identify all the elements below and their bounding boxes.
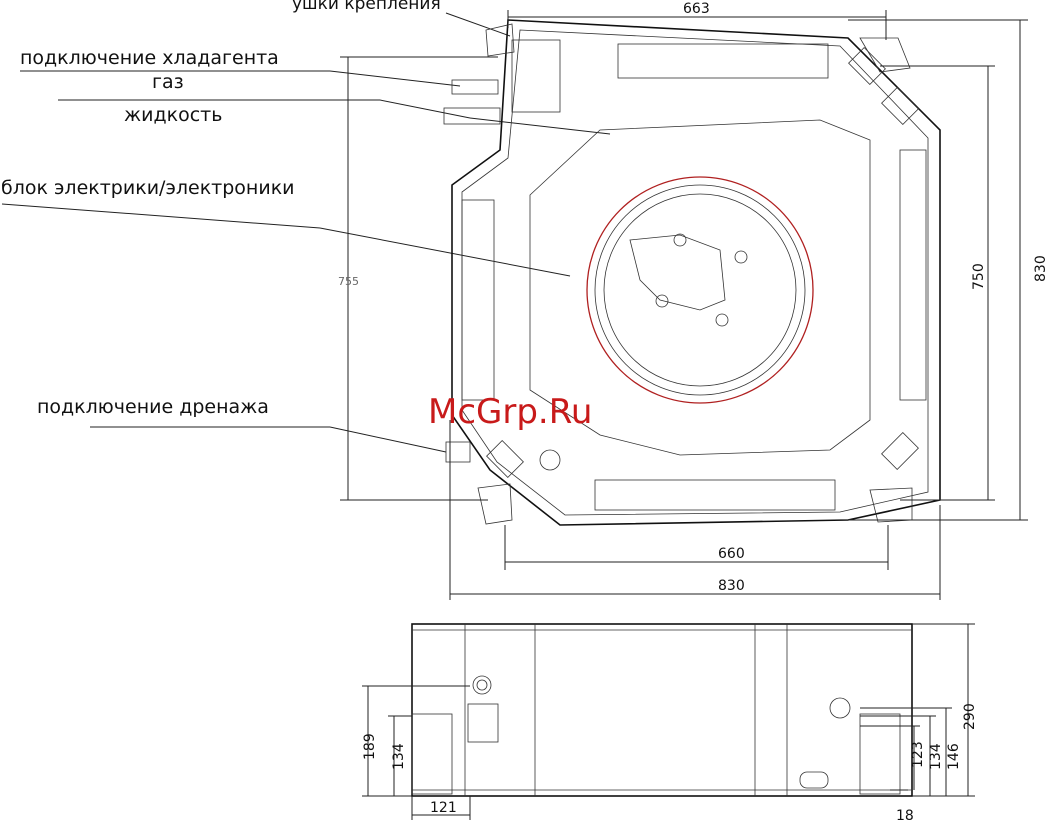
dim-18: 18 bbox=[896, 808, 914, 821]
dim-830-right: 830 bbox=[1033, 255, 1045, 282]
side-outline bbox=[412, 624, 912, 796]
dim-750: 750 bbox=[971, 263, 987, 290]
dim-660: 660 bbox=[718, 546, 745, 562]
top-view bbox=[444, 20, 940, 525]
dim-189: 189 bbox=[362, 733, 378, 760]
dim-755: 755 bbox=[338, 275, 359, 288]
dim-134-right: 134 bbox=[928, 743, 944, 770]
dim-134-left: 134 bbox=[391, 743, 407, 770]
dim-290: 290 bbox=[962, 703, 978, 730]
leader-lines bbox=[2, 13, 610, 452]
side-view bbox=[412, 624, 912, 796]
watermark: McGrp.Ru bbox=[428, 392, 592, 432]
dim-830-bottom: 830 bbox=[718, 578, 745, 594]
fan-ring bbox=[587, 177, 813, 403]
dim-146: 146 bbox=[946, 743, 962, 770]
dim-121: 121 bbox=[430, 800, 457, 816]
dim-123: 123 bbox=[910, 741, 926, 768]
side-dimensions: 189 134 121 290 146 134 123 18 bbox=[362, 624, 978, 821]
dim-663: 663 bbox=[683, 1, 710, 17]
unit-outline bbox=[452, 20, 940, 525]
